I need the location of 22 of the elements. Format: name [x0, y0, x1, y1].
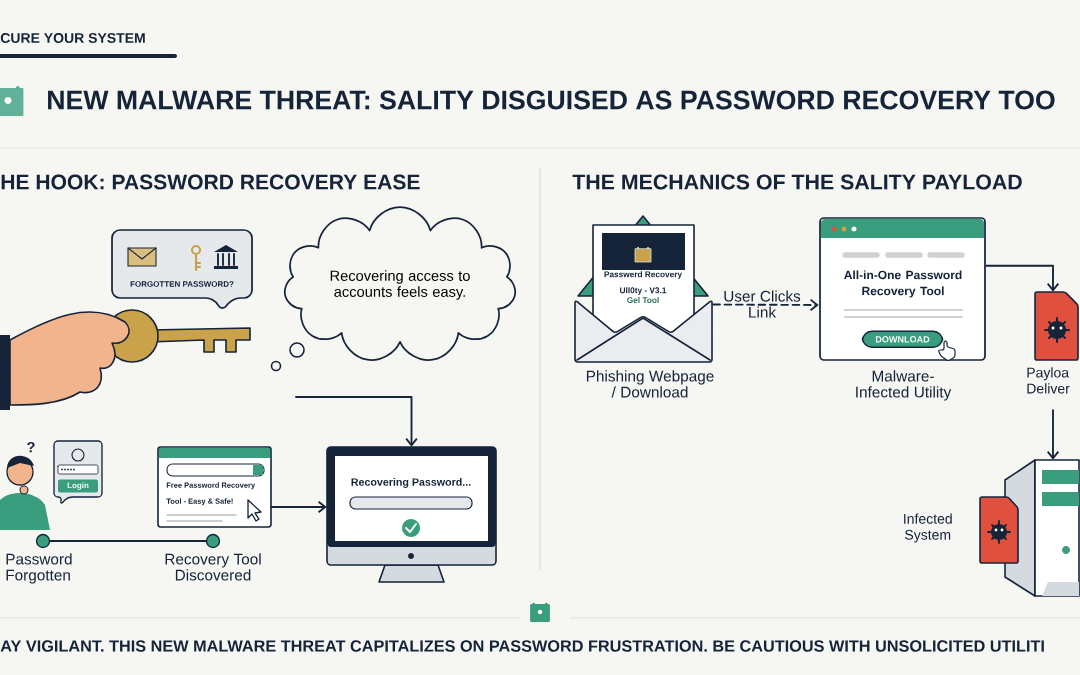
arrow: [295, 396, 418, 447]
node-caption: Password Forgotten: [6, 553, 72, 584]
edge-label: User Clicks Link: [724, 290, 801, 318]
computer-monitor: Recovering Password...: [326, 446, 497, 583]
node-caption: Infected System: [904, 513, 952, 543]
thought-cloud: Recovering access to accounts feels easy.: [283, 206, 517, 361]
footer-note: AY VIGILANT. THIS NEW MALWARE THREAT CAPITALIZES ON PASSWORD FRUSTRATION. BE CAUTIOUS WITH UNSOLICITED UTILITI: [0, 640, 1044, 652]
download-button: DOWNLOAD: [861, 330, 944, 348]
node-caption: Recovery Tool Discovered: [165, 553, 261, 581]
node-caption: Malware-Infected Utility: [856, 370, 952, 401]
arrow: [270, 500, 327, 514]
arrow: [1046, 409, 1060, 460]
arrow: [985, 264, 1060, 292]
page-title: NEW MALWARE THREAT: SALITY DISGUISED AS PASSWORD RECOVERY TOO: [48, 90, 1055, 110]
kicker: CURE YOUR SYSTEM: [0, 33, 145, 43]
node-caption: Phishing Webpage / Download: [586, 370, 714, 398]
envelope-drawing: Passwerd Recovery Ull0ty - V3.1 Gel Tool: [574, 215, 713, 363]
arrow: [712, 298, 819, 312]
question-mark: ?: [27, 441, 35, 453]
node-caption: Payloa Deliver: [1027, 367, 1070, 394]
section-heading: HE HOOK: PASSWORD RECOVERY EASE: [1, 174, 420, 190]
section-heading: THE MECHANICS OF THE SALITY PAYLOAD: [572, 174, 1022, 190]
